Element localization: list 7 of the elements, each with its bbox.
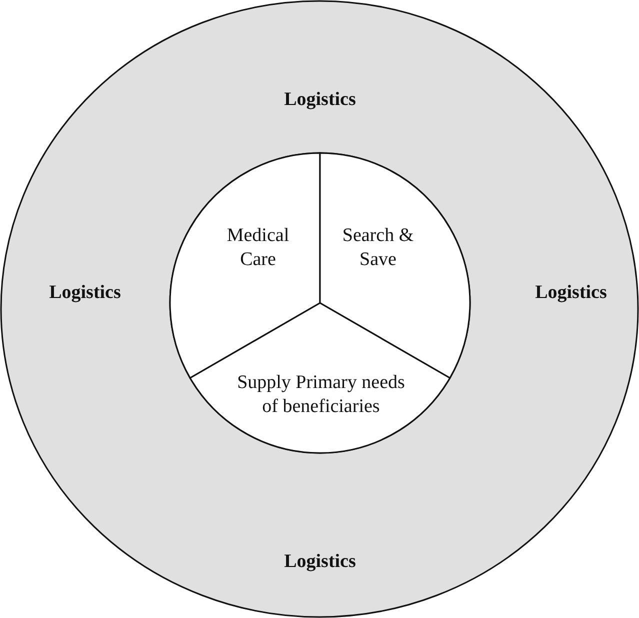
ring-label: Logistics: [283, 550, 357, 574]
sector-label: Supply Primary needs of beneficiaries: [236, 371, 406, 419]
ring-label: Logistics: [283, 88, 357, 112]
sector-label: Medical Care: [226, 224, 290, 272]
ring-label: Logistics: [534, 281, 608, 305]
sector-label: Search & Save: [341, 224, 415, 272]
ring-label: Logistics: [48, 281, 122, 305]
